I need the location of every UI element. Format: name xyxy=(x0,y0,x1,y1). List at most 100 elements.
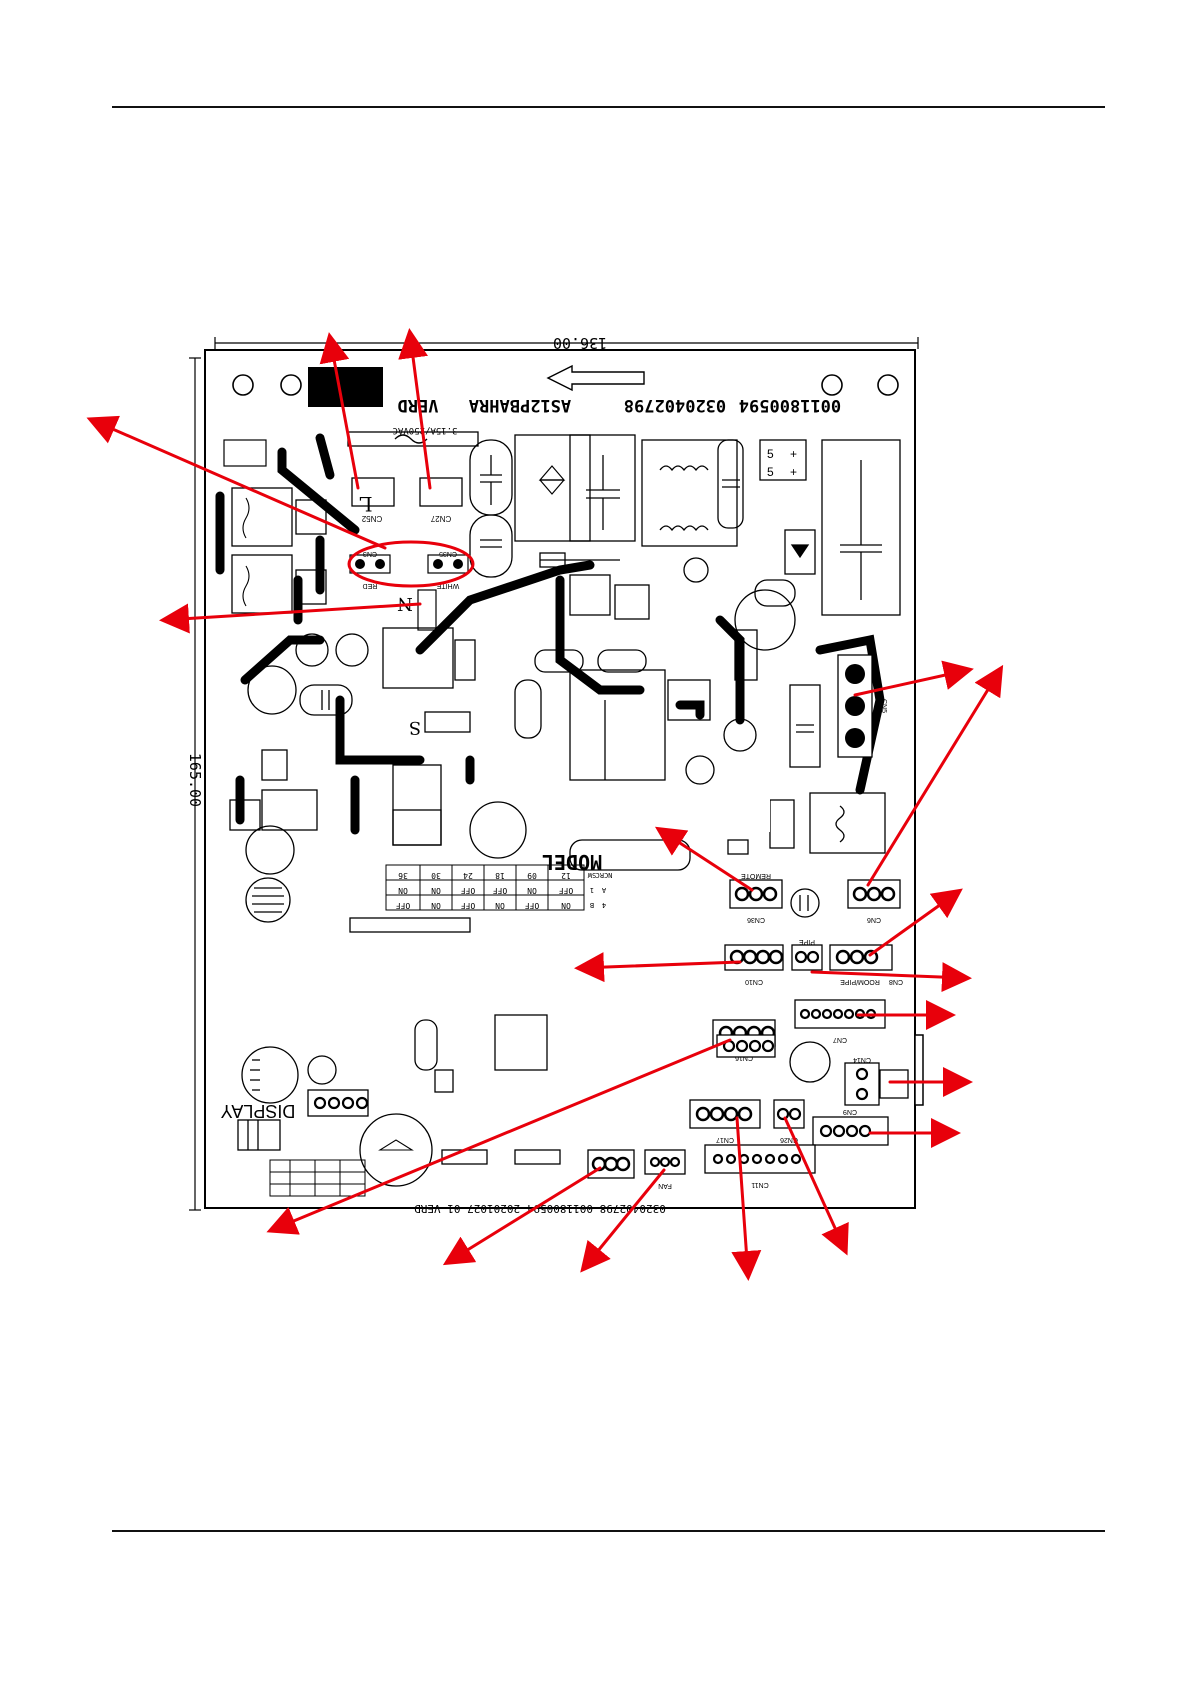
jumper-pair: CN3 CN35 RED WHITE xyxy=(349,550,469,589)
annotation-arrows xyxy=(86,328,1004,1281)
display-connector: DISPLAY xyxy=(221,1089,369,1121)
cn36-label: CN36 xyxy=(747,916,765,923)
header-rule xyxy=(112,106,1105,108)
height-dim-label: 165.00 xyxy=(186,753,204,807)
cn26-label: CN26 xyxy=(780,1136,798,1143)
svg-text:+: + xyxy=(790,465,797,479)
connector-cn11: CN11 xyxy=(704,1144,816,1188)
connector-cn17: CN17 xyxy=(689,1099,761,1143)
arrow-cn26 xyxy=(783,1116,849,1256)
pipe-label: PIPE xyxy=(799,938,815,945)
cn8-label: CN8 xyxy=(889,978,903,985)
connector-cn8: ROOM/PIPE CN8 xyxy=(829,944,903,985)
arrow-fan xyxy=(580,1168,666,1273)
relay-block-left xyxy=(231,487,327,614)
cn5-label: CN5 xyxy=(880,699,887,713)
svg-text:+: + xyxy=(790,447,797,461)
sw-table-cell: ON xyxy=(431,901,441,910)
connector-cn27 xyxy=(419,477,463,507)
svg-text:5: 5 xyxy=(767,465,774,479)
height-dimension: 165.00 xyxy=(186,357,204,1211)
cn7-label: CN7 xyxy=(833,1036,847,1043)
arrow-cn52 xyxy=(319,332,360,490)
switch-table: MODEL 12 OFF ON 09 ON OFF 18 OFF ON 24 O… xyxy=(385,850,613,911)
connector-cn-fan-small: FAN xyxy=(644,1149,686,1189)
blank-band xyxy=(520,790,770,832)
cn6-label: CN6 xyxy=(867,916,881,923)
connector-cn7: CN7 xyxy=(794,999,886,1043)
connector-fan xyxy=(587,1149,635,1179)
model-name-label: AS12PBAHRA xyxy=(469,395,571,415)
room-pipe-label: ROOM/PIPE xyxy=(840,978,880,985)
sw-table-header: A xyxy=(601,886,606,894)
highlight-ellipse xyxy=(347,540,475,588)
svg-text:5: 5 xyxy=(767,447,774,461)
sw-table-header: 1 xyxy=(590,886,594,894)
arrow-cn8 xyxy=(868,888,963,957)
width-dim-label: 136.00 xyxy=(553,334,607,352)
remote-label: REMOTE xyxy=(741,872,771,879)
arrow-cn10 xyxy=(574,952,742,983)
arrow-n-terminal xyxy=(159,602,422,634)
small-table xyxy=(269,1159,366,1197)
letter-l-label: L xyxy=(359,492,372,516)
cn14-label: CN14 xyxy=(853,1056,871,1063)
arrow-cn3 xyxy=(86,415,387,550)
arrow-cn-left xyxy=(442,1166,602,1266)
sw-table-cell: OFF xyxy=(559,886,574,895)
traces xyxy=(215,433,885,835)
sw-table-cell: ON xyxy=(561,901,571,910)
cn11-label: CN11 xyxy=(751,1181,768,1188)
connector-cn14: CN14 xyxy=(844,1056,909,1106)
sw-table-header: 4 xyxy=(602,901,606,909)
board-outline xyxy=(204,349,924,1209)
sw-table-header: NCRC xyxy=(596,871,613,879)
sw-table-cell: 24 xyxy=(463,871,473,880)
arrow-pipe xyxy=(810,962,972,993)
arrow-cn6 xyxy=(866,664,1004,887)
fuse: 3.15A/250VAC xyxy=(347,425,479,447)
sw-table-cell: ON xyxy=(527,886,537,895)
model-label: MODEL xyxy=(542,850,602,874)
connector-pipe: PIPE xyxy=(791,938,823,971)
connector-cn9: CN9 xyxy=(812,1108,889,1146)
power-stage: 5 + 5 + xyxy=(469,434,901,616)
sw-table-cell: 18 xyxy=(495,871,505,880)
display-label: DISPLAY xyxy=(221,1101,296,1121)
sw-table-cell: 36 xyxy=(398,871,408,880)
arrow-cn15 xyxy=(266,1038,732,1235)
cn52-label: CN52 xyxy=(361,514,382,523)
connector-cn26: CN26 xyxy=(773,1099,805,1143)
transformer-right xyxy=(727,792,886,855)
fuse-rating-label: 3.15A/250VAC xyxy=(392,425,457,435)
sw-table-header: SW xyxy=(587,871,596,879)
sw-table-cell: OFF xyxy=(461,901,476,910)
connector-cn5: CN5 xyxy=(837,654,887,758)
connector-cn15 xyxy=(716,1034,776,1058)
cn27-label: CN27 xyxy=(430,514,451,523)
sw-table-cell: ON xyxy=(495,901,505,910)
connector-cn10: CN10 xyxy=(724,944,784,985)
cn10-label: CN10 xyxy=(745,978,763,985)
mounting-holes xyxy=(232,374,899,396)
sw-table-cell: 30 xyxy=(431,871,441,880)
sw-table-cell: ON xyxy=(398,886,408,895)
cn17-label: CN17 xyxy=(716,1136,734,1143)
sw-table-cell: ON xyxy=(431,886,441,895)
part-number-label-1: 0320402798 xyxy=(624,395,726,415)
sw-table-cell: 09 xyxy=(527,871,537,880)
sw-table-cell: OFF xyxy=(396,901,411,910)
connector-n-terminal xyxy=(417,589,437,631)
letter-s-label: S xyxy=(409,717,421,738)
sw-table-cell: OFF xyxy=(525,901,540,910)
arrow-cn17 xyxy=(731,1116,762,1281)
sw-table-header: B xyxy=(590,901,594,909)
black-label-block xyxy=(308,367,383,407)
fan-label: FAN xyxy=(658,1182,672,1189)
footer-rule xyxy=(112,1530,1105,1532)
sw-table-cell: OFF xyxy=(493,886,508,895)
mid-lower-components xyxy=(245,801,820,923)
connector-cn52 xyxy=(351,477,395,507)
part-number-label-2: 0011800594 xyxy=(739,395,841,415)
